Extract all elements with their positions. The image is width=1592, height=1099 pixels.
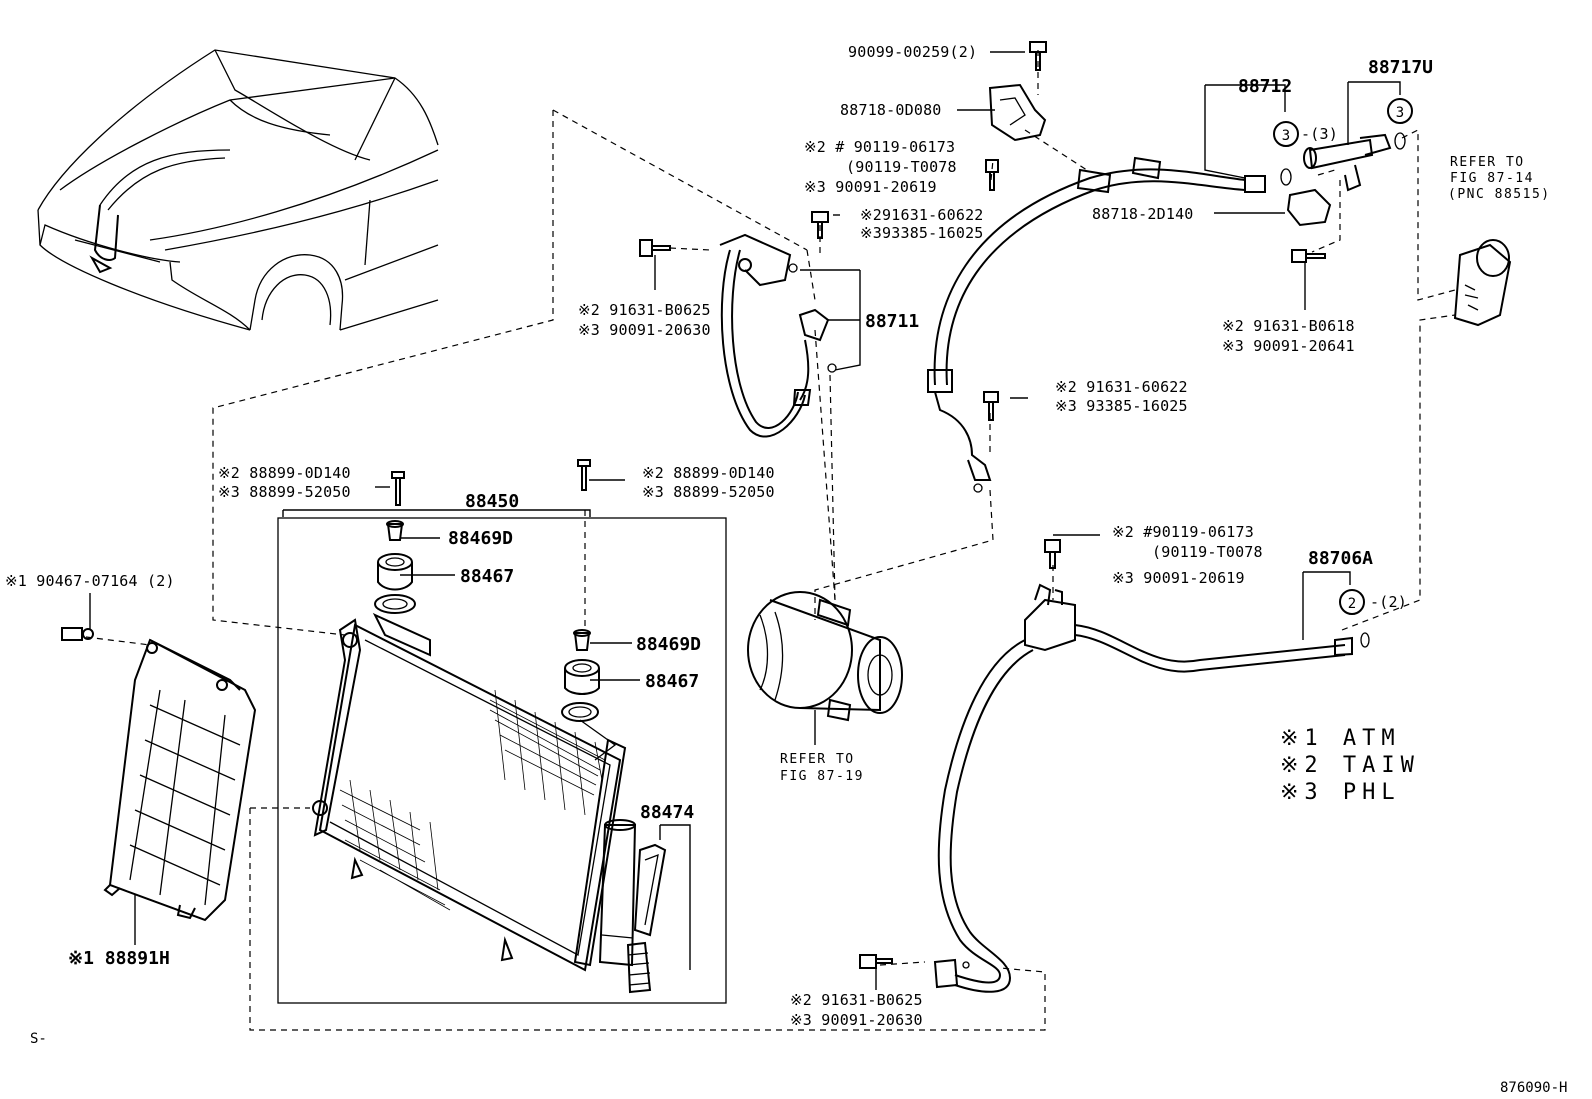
label-tube-88712: 88712: [1238, 76, 1292, 97]
filter-plug: [626, 941, 652, 994]
callout-circles: 3 3 2: [1273, 98, 1413, 615]
circle-2-text: 2: [1348, 596, 1356, 612]
circle-callout-2: [1339, 589, 1365, 615]
label-bolt-f-alt: (90119-T0078: [1152, 543, 1263, 561]
assembly-dashed-lines: [85, 50, 1456, 1031]
label-refer-top-3: (PNC 88515): [1448, 187, 1551, 202]
label-bolt-d-3: ※3 90091-20641: [1222, 337, 1355, 355]
condenser-assembly: [277, 517, 727, 1004]
corner-code: S-: [30, 1031, 47, 1047]
hose-block-upper: [719, 233, 792, 287]
cap-88469d-1: [386, 523, 404, 541]
condenser-group-frame: [277, 517, 727, 1004]
condenser-fitting-1: [374, 594, 416, 614]
label-refer-comp-2: FIG 87-19: [780, 769, 864, 784]
hose-88711: [639, 233, 837, 438]
bracket-0d080: [988, 83, 1047, 142]
compressor: [747, 591, 903, 722]
label-oring-count-2: -(2): [1370, 593, 1407, 611]
bracket-2d140: [1286, 188, 1332, 227]
label-oring-count-3: -(3): [1301, 125, 1338, 143]
circle-3a-text: 3: [1282, 128, 1290, 144]
label-bolt-b-3: ※393385-16025: [860, 224, 984, 242]
leader-lines: [89, 51, 1401, 990]
label-refer-top-2: FIG 87-14: [1450, 171, 1534, 186]
circle-callout-3b: [1387, 98, 1413, 124]
condenser-core: [318, 623, 622, 972]
cap-88469d-2: [573, 632, 591, 651]
label-bolt-a-alt: (90119-T0078: [846, 158, 957, 176]
tube-88717u: [1286, 132, 1406, 263]
suction-tube-88712: [927, 41, 1292, 493]
label-condenser-88450: 88450: [465, 491, 519, 512]
condenser-fitting-2: [561, 702, 599, 722]
label-bolt-e-2: ※2 91631-60622: [1055, 378, 1188, 396]
legend-item-3: ※3 PHL: [1280, 780, 1401, 805]
label-cap-88469d-2: 88469D: [636, 634, 701, 655]
label-refer-top-1: REFER TO: [1450, 155, 1525, 170]
hose-block-lower: [798, 308, 830, 342]
label-refer-comp-1: REFER TO: [780, 752, 855, 767]
label-bolt-a-2: ※2 # 90119-06173: [804, 138, 955, 156]
condenser-fin-hatching: [339, 689, 606, 911]
figure-number: 876090-H: [1500, 1080, 1567, 1096]
label-tube-88717u: 88717U: [1368, 57, 1433, 78]
discharge-tube-88706a: [811, 159, 1370, 993]
label-bolt-f-2: ※2 #90119-06173: [1112, 523, 1254, 541]
label-cap-88469d-1: 88469D: [448, 528, 513, 549]
label-screw-r-2: ※2 88899-0D140: [642, 464, 775, 482]
label-bolt-d-2: ※2 91631-B0618: [1222, 317, 1355, 335]
receiver-part-pnc-88515: [1453, 239, 1512, 327]
label-filter-88474: 88474: [640, 802, 694, 823]
label-screw-r-3: ※3 88899-52050: [642, 483, 775, 501]
compressor-pulley: [857, 636, 903, 714]
label-bracket-0d080: 88718-0D080: [840, 101, 942, 119]
label-bolt-b-2: ※291631-60622: [860, 206, 984, 224]
filter-element: [633, 843, 667, 937]
legend-item-1: ※1 ATM: [1280, 726, 1401, 751]
pressure-switch-block: [1024, 598, 1076, 652]
label-bolt-c-3: ※3 90091-20630: [578, 321, 711, 339]
part-labels: 90099-00259(2) 88718-0D080 ※2 # 90119-06…: [5, 43, 1551, 1029]
label-bolt-e-3: ※3 93385-16025: [1055, 397, 1188, 415]
circle-3b-text: 3: [1396, 105, 1404, 121]
vehicle-location-sketch: [37, 49, 439, 331]
seat-88467-1: [377, 553, 413, 571]
circle-callout-3a: [1273, 121, 1299, 147]
radiator-shroud: [61, 627, 257, 922]
clip-90467: [61, 627, 83, 641]
label-bolt-g-3: ※3 90091-20630: [790, 1011, 923, 1029]
condenser-screws: [391, 459, 591, 506]
label-bolt-a-3: ※3 90091-20619: [804, 178, 937, 196]
label-shroud-88891h: ※1 88891H: [68, 948, 170, 969]
label-screw-l-2: ※2 88899-0D140: [218, 464, 351, 482]
label-bolt-c-2: ※2 91631-B0625: [578, 301, 711, 319]
label-screw-l-3: ※3 88899-52050: [218, 483, 351, 501]
seat-88467-2: [564, 659, 600, 677]
label-hose-88711: 88711: [865, 311, 919, 332]
label-seat-88467-2: 88467: [645, 671, 699, 692]
label-bolt-f-3: ※3 90091-20619: [1112, 569, 1245, 587]
legend-item-2: ※2 TAIW: [1280, 753, 1420, 778]
label-tube-88706a: 88706A: [1308, 548, 1373, 569]
label-seat-88467-1: 88467: [460, 566, 514, 587]
label-bolt-g-2: ※2 91631-B0625: [790, 991, 923, 1009]
label-clip-90467: ※1 90467-07164 (2): [5, 572, 175, 590]
legend: ※1 ATM ※2 TAIW ※3 PHL: [1280, 726, 1420, 805]
label-bolt-top: 90099-00259(2): [848, 43, 977, 61]
label-bracket-2d140: 88718-2D140: [1092, 205, 1194, 223]
